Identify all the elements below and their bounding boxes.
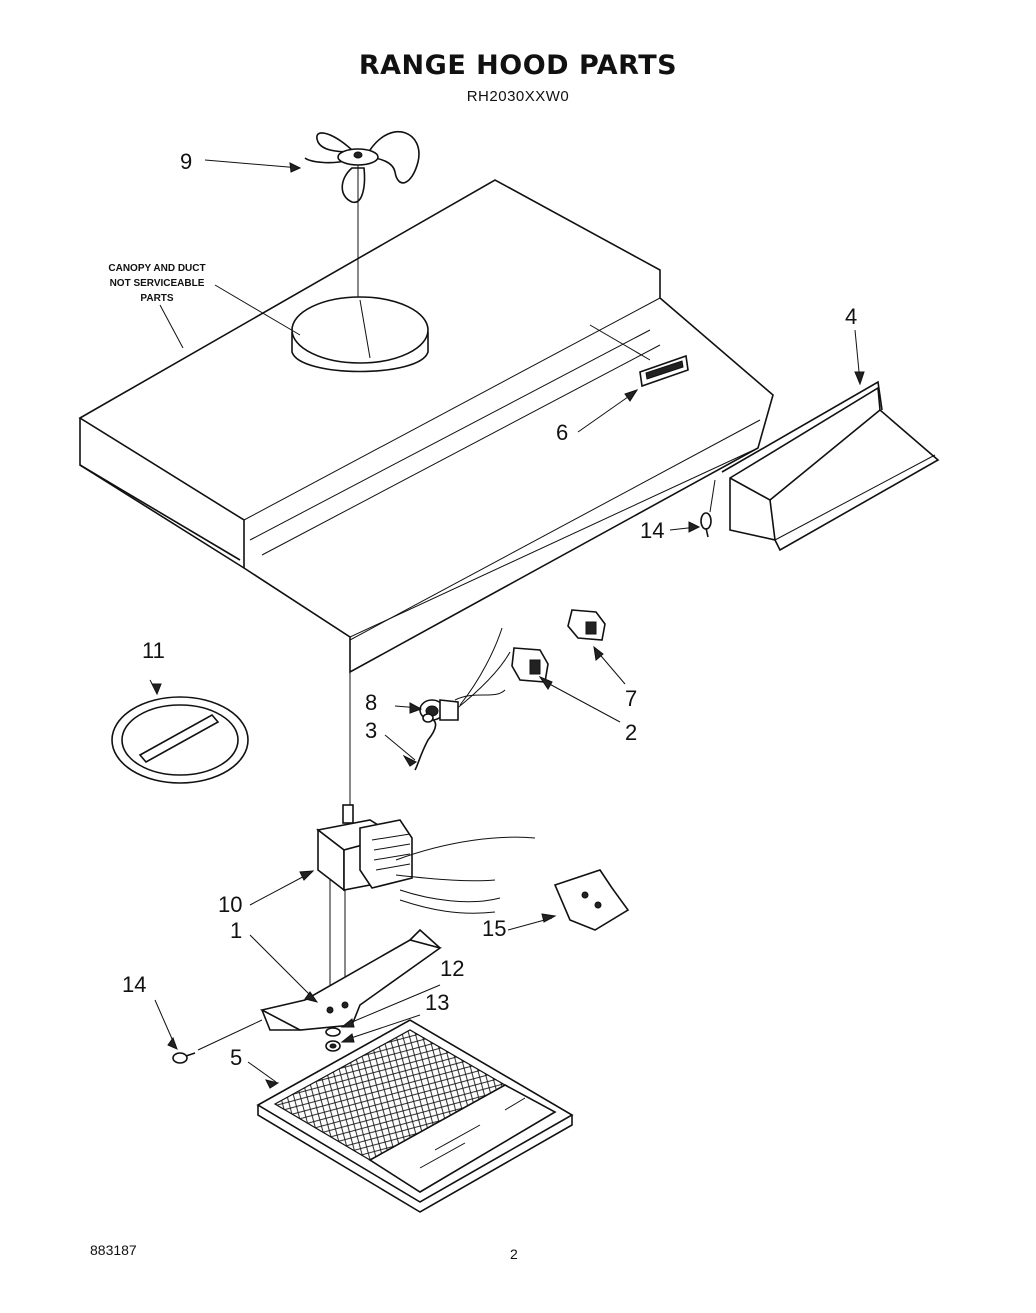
- nameplate-part: [589, 324, 689, 388]
- power-cord-part-8: [394, 627, 511, 721]
- note-line-1: CANOPY AND DUCT: [108, 263, 205, 274]
- callout-2: 2: [625, 720, 637, 745]
- fan-motor-part-10: [249, 672, 536, 1010]
- screw-part-bottom: [154, 999, 263, 1064]
- callout-1: 1: [230, 918, 242, 943]
- callout-14-bottom: 14: [122, 972, 146, 997]
- callout-15: 15: [482, 916, 506, 941]
- callout-14-top: 14: [640, 518, 664, 543]
- page-title: RANGE HOOD PARTS: [358, 50, 678, 81]
- motor-bracket-part-1: [249, 928, 442, 1031]
- callout-6: 6: [556, 420, 568, 445]
- canopy-body: [78, 179, 774, 674]
- lockwasher-part-12: [325, 984, 441, 1037]
- grease-filter-part-5: [247, 1019, 574, 1213]
- fan-blade-part: [304, 131, 420, 355]
- cord-clamp-part-15: [507, 869, 630, 931]
- callout-leaders: [151, 159, 865, 1089]
- screw-part-top: [700, 479, 716, 538]
- callout-5: 5: [230, 1045, 242, 1070]
- callout-9: 9: [180, 149, 192, 174]
- switch-part-7: [567, 609, 626, 685]
- callout-8: 8: [365, 690, 377, 715]
- callout-4: 4: [845, 304, 857, 329]
- ground-clip-part-3: [384, 713, 437, 771]
- callout-numbers: 9 4 6 14 11 8 3 7 2 10 15 1 12 13 14 5: [122, 149, 857, 1070]
- damper-bracket-part: [721, 380, 940, 552]
- callout-12: 12: [440, 956, 464, 981]
- callout-13: 13: [425, 990, 449, 1015]
- note-line-3: PARTS: [140, 293, 173, 304]
- model-number: RH2030XXW0: [466, 88, 570, 105]
- nut-part-13: [325, 1014, 421, 1052]
- switch-part-2: [511, 647, 621, 723]
- callout-10: 10: [218, 892, 242, 917]
- light-lens-part-11: [111, 679, 249, 784]
- document-number: 883187: [90, 1242, 137, 1258]
- callout-11: 11: [142, 638, 165, 663]
- note-line-2: NOT SERVICEABLE: [110, 278, 205, 289]
- callout-3: 3: [365, 718, 377, 743]
- callout-7: 7: [625, 686, 637, 711]
- canopy-note: CANOPY AND DUCT NOT SERVICEABLE PARTS: [108, 263, 205, 304]
- page-number: 2: [510, 1246, 518, 1262]
